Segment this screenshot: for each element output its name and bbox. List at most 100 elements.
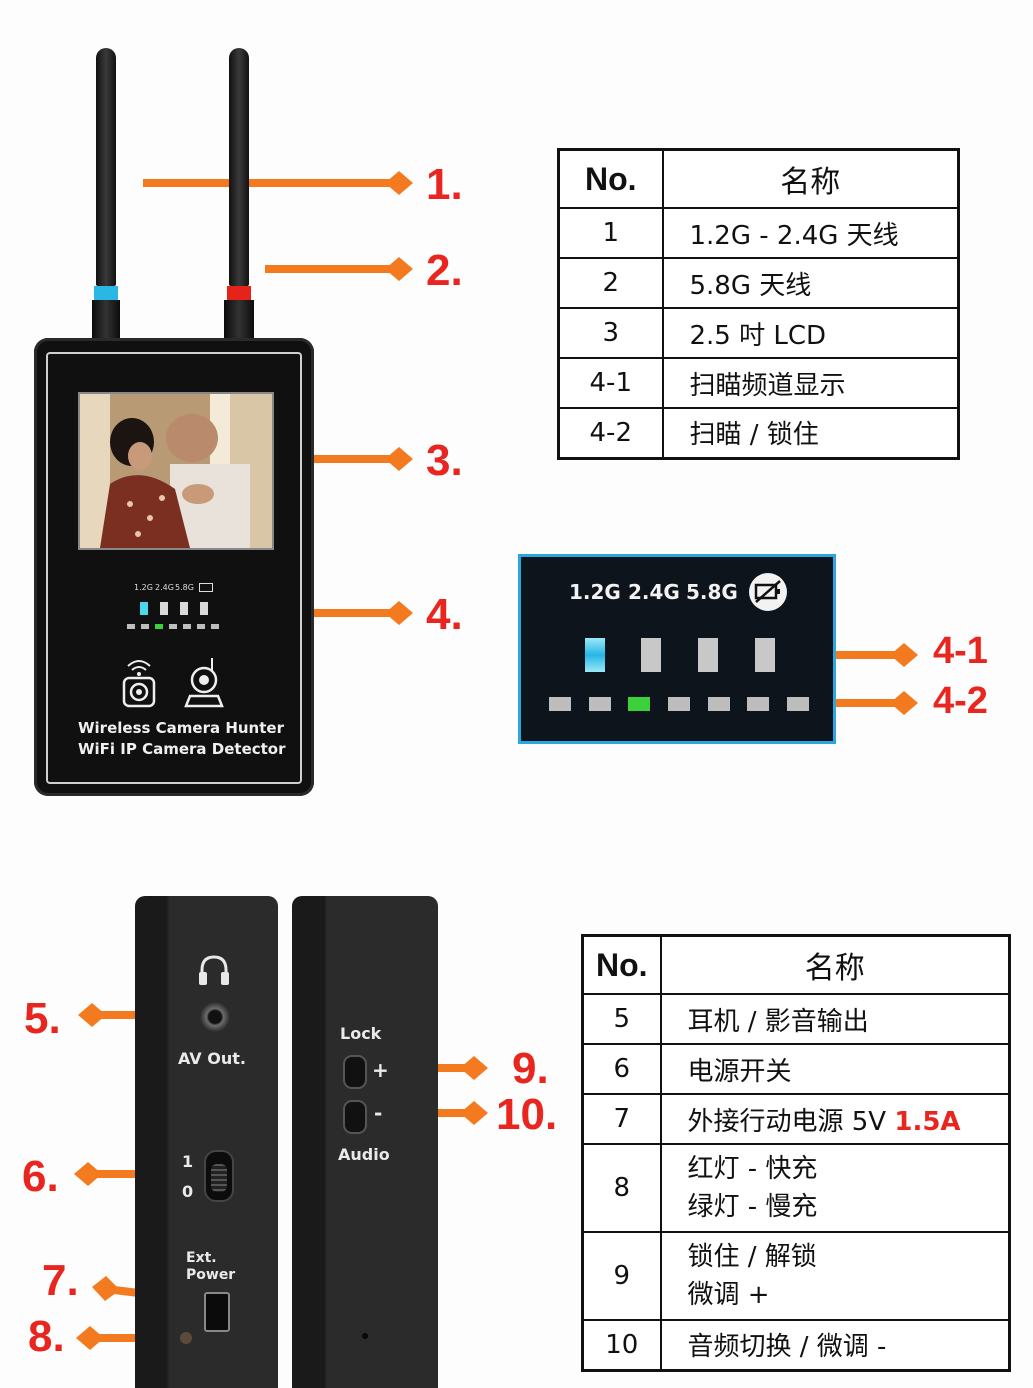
device-bezel — [46, 352, 302, 784]
panel-channel-led-2 — [641, 638, 661, 672]
audio-minus-button[interactable] — [343, 1100, 367, 1134]
lock-plus-button[interactable] — [343, 1055, 367, 1089]
device-channel-led-1 — [140, 602, 148, 615]
row-name-line-1: 红灯 - 快充 — [687, 1154, 818, 1184]
minus-label: - — [374, 1101, 383, 1125]
spec-table-1: No. 名称 1 1.2G - 2.4G 天线 2 5.8G 天线 3 2.5 … — [557, 148, 960, 460]
brand-line-1: Wireless Camera Hunter — [78, 719, 284, 737]
ext-power-label-1: Ext. — [186, 1250, 217, 1266]
row-name-highlight: 1.5A — [894, 1106, 961, 1137]
panel-band-3: 5.8G — [686, 580, 738, 604]
charge-indicator-led — [180, 1332, 192, 1344]
row-name-line-1: 锁住 / 解锁 — [687, 1242, 817, 1272]
spec-table-2: No. 名称 5 耳机 / 影音输出 6 电源开关 7 外接行动电源 5V 1.… — [581, 934, 1011, 1372]
device-status-dot-1 — [127, 624, 135, 629]
table-row: 6 电源开关 — [581, 1043, 1011, 1095]
ip-camera-icon — [184, 658, 224, 708]
table-row: 3 2.5 吋 LCD — [557, 307, 960, 359]
av-out-label: AV Out. — [178, 1049, 246, 1068]
device-side-right — [292, 896, 438, 1388]
panel-status-dot-4 — [668, 697, 690, 711]
table-row: 7 外接行动电源 5V 1.5A — [581, 1093, 1011, 1145]
ext-power-label-2: Power — [186, 1267, 236, 1283]
header-no: No. — [557, 148, 664, 209]
panel-status-dot-7 — [787, 697, 809, 711]
wifi-camera-icon — [122, 660, 156, 708]
row-no: 6 — [581, 1043, 662, 1095]
device-status-dot-2 — [141, 624, 149, 629]
callout-10: 10. — [496, 1090, 558, 1139]
row-name: 外接行动电源 5V 1.5A — [659, 1093, 1011, 1145]
row-name: 1.2G - 2.4G 天线 — [661, 207, 960, 259]
device-band-label-3: 5.8G — [175, 583, 194, 592]
header-name: 名称 — [661, 148, 960, 209]
plus-label: + — [372, 1058, 389, 1082]
callout-5: 5. — [24, 994, 61, 1043]
row-name: 扫瞄 / 锁住 — [661, 407, 960, 459]
headphone-icon — [199, 955, 229, 985]
av-out-jack[interactable] — [200, 1002, 230, 1032]
row-no: 9 — [581, 1231, 662, 1321]
antenna-blue-band — [94, 286, 118, 300]
row-name: 耳机 / 影音输出 — [659, 993, 1011, 1045]
usb-power-port[interactable] — [204, 1292, 230, 1332]
device-channel-led-4 — [200, 602, 208, 615]
panel-status-dot-5 — [708, 697, 730, 711]
device-channel-led-2 — [160, 602, 168, 615]
device-status-dot-7 — [211, 624, 219, 629]
row-no: 4-1 — [557, 357, 664, 409]
row-name-line-2: 微调 + — [687, 1280, 770, 1310]
callout-9: 9. — [512, 1044, 549, 1093]
panel-status-dot-6 — [747, 697, 769, 711]
device-status-dot-3 — [155, 624, 163, 629]
row-no: 1 — [557, 207, 664, 259]
row-name: 锁住 / 解锁微调 + — [659, 1231, 1011, 1321]
panel-band-2: 2.4G — [628, 580, 680, 604]
panel-status-dot-1 — [549, 697, 571, 711]
table-row: 10 音频切换 / 微调 - — [581, 1319, 1011, 1371]
antenna-red-band — [227, 286, 251, 300]
row-name: 5.8G 天线 — [661, 257, 960, 309]
row-no: 7 — [581, 1093, 662, 1145]
reset-hole — [362, 1333, 368, 1339]
row-name: 扫瞄频道显示 — [661, 357, 960, 409]
callout-8: 8. — [28, 1312, 65, 1361]
table-row: 8 红灯 - 快充绿灯 - 慢充 — [581, 1143, 1011, 1233]
row-no: 10 — [581, 1319, 662, 1371]
callout-4: 4. — [426, 590, 463, 639]
table-row: 4-2 扫瞄 / 锁住 — [557, 407, 960, 459]
battery-off-icon — [749, 573, 787, 611]
row-no: 3 — [557, 307, 664, 359]
callout-2: 2. — [426, 246, 463, 295]
header-name: 名称 — [659, 934, 1011, 995]
callout-7: 7. — [42, 1256, 79, 1305]
device-status-dot-4 — [169, 624, 177, 629]
row-name: 音频切换 / 微调 - — [659, 1319, 1011, 1371]
row-no: 5 — [581, 993, 662, 1045]
row-name: 电源开关 — [659, 1043, 1011, 1095]
panel-channel-led-1 — [585, 638, 605, 672]
panel-status-dot-2 — [589, 697, 611, 711]
power-switch[interactable] — [204, 1150, 234, 1202]
row-no: 4-2 — [557, 407, 664, 459]
callout-1: 1. — [426, 160, 463, 209]
row-name-line-2: 绿灯 - 慢充 — [687, 1192, 818, 1222]
switch-on-label: 1 — [182, 1152, 194, 1171]
table-row: 4-1 扫瞄频道显示 — [557, 357, 960, 409]
row-name: 红灯 - 快充绿灯 - 慢充 — [659, 1143, 1011, 1233]
table-header-row: No. 名称 — [581, 934, 1011, 995]
lcd-screen — [78, 392, 274, 550]
row-name-text: 外接行动电源 5V — [687, 1106, 887, 1137]
device-band-label-1: 1.2G — [134, 583, 153, 592]
table-row: 1 1.2G - 2.4G 天线 — [557, 207, 960, 259]
row-no: 2 — [557, 257, 664, 309]
panel-status-dot-3 — [628, 697, 650, 711]
screen-image — [80, 394, 272, 548]
brand-line-2: WiFi IP Camera Detector — [78, 740, 286, 758]
table-row: 9 锁住 / 解锁微调 + — [581, 1231, 1011, 1321]
audio-label: Audio — [338, 1145, 390, 1164]
panel-channel-led-3 — [698, 638, 718, 672]
callout-4-2: 4-2 — [933, 680, 988, 722]
lock-label: Lock — [340, 1024, 382, 1043]
panel-channel-led-4 — [755, 638, 775, 672]
